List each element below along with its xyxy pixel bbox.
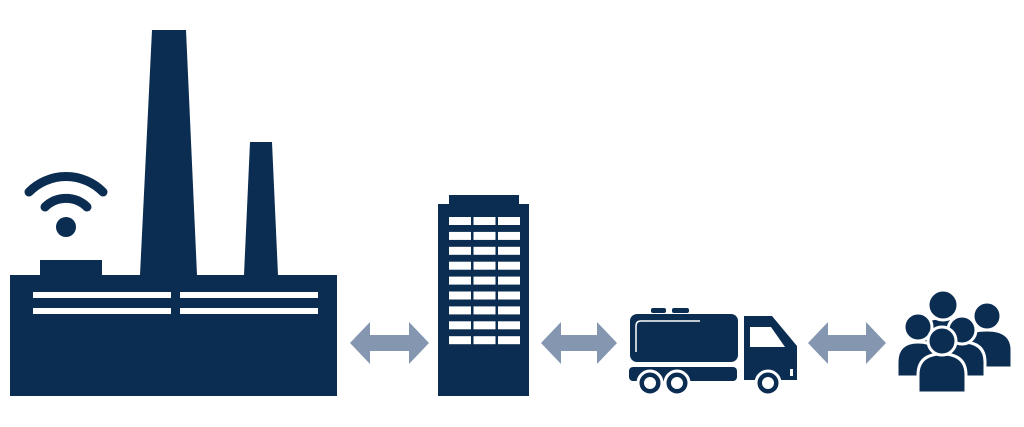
window [498,231,520,240]
window [449,291,471,300]
window [498,321,520,330]
window [449,217,471,225]
bidirectional-arrow-3 [808,322,886,364]
wifi-icon [24,172,108,237]
window [449,246,471,255]
window [498,306,520,315]
window [473,231,496,240]
window [498,217,520,225]
window [449,336,471,345]
office-building-icon [438,195,529,396]
window [498,291,520,300]
window [473,276,496,285]
bidirectional-arrow-1 [350,322,429,364]
window [473,306,496,315]
window [498,336,520,345]
window [449,231,471,240]
window [498,246,520,255]
window [473,261,496,270]
factory-icon [10,30,337,396]
window [498,276,520,285]
window [473,291,496,300]
window [473,336,496,345]
window [473,321,496,330]
window [449,321,471,330]
people-group-icon [895,288,1014,395]
window [449,306,471,315]
window [449,261,471,270]
bidirectional-arrow-2 [541,322,617,364]
window [473,246,496,255]
window [473,217,496,225]
window [449,276,471,285]
window [498,261,520,270]
tanker-truck-icon [629,308,797,397]
